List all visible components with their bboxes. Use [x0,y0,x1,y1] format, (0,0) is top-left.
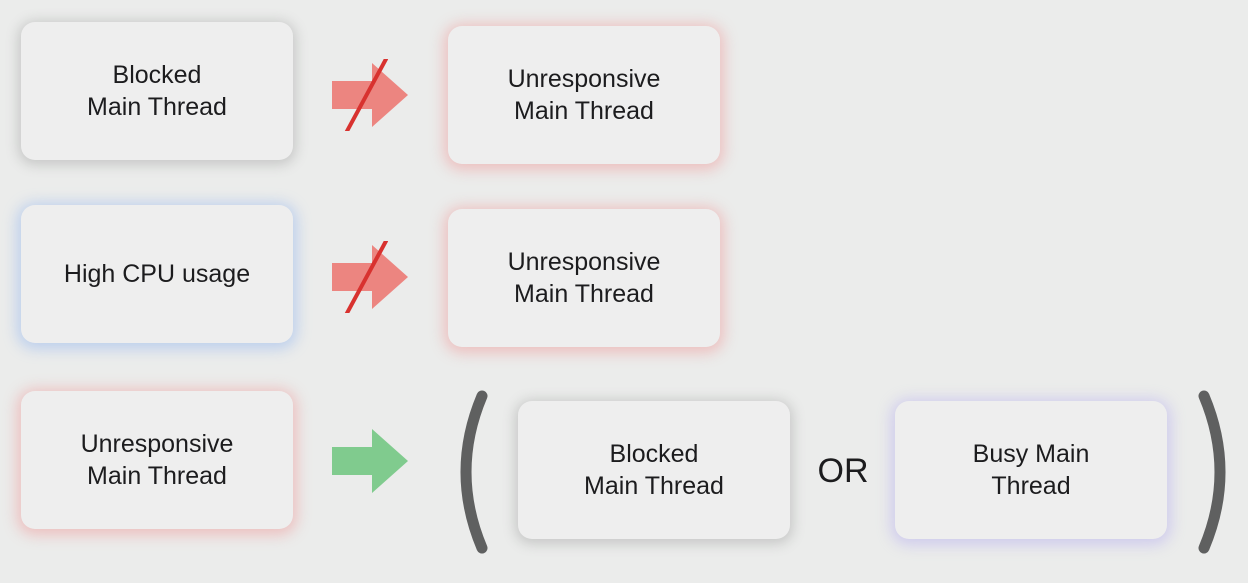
row2-source-label: High CPU usage [63,260,251,288]
left-parenthesis [460,390,488,554]
row2-source-box: High CPU usage [21,205,293,343]
or-connector-label: OR [817,452,869,490]
row1-crossed-arrow-icon [332,59,408,131]
right-parenthesis [1198,390,1226,554]
row3-implies-arrow-icon [332,429,408,493]
row2-crossed-arrow-icon [332,241,408,313]
